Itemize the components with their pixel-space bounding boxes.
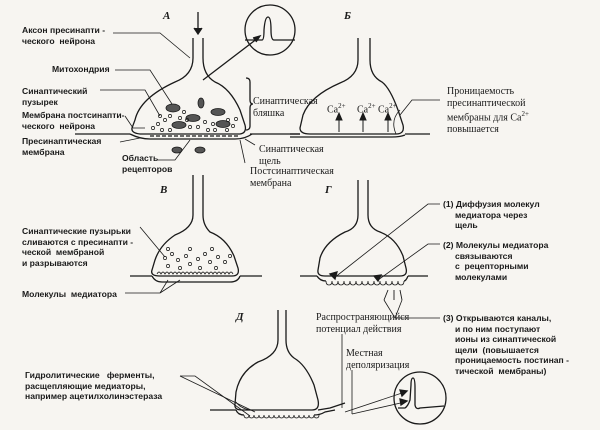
- label-mediator-molecules: Молекулы медиатора: [22, 289, 117, 299]
- label-synaptic-plaque: Синаптическая бляшка: [253, 96, 318, 119]
- panel-b-terminal: [290, 38, 440, 138]
- label-postsyn-membrane: Постсинаптическая мембрана: [250, 166, 334, 189]
- label-postsyn-neuron-membrane: Мембрана постсинапти- ческого нейрона: [22, 110, 125, 131]
- panel-a-terminal: [75, 4, 300, 140]
- panel-label-a: А: [163, 10, 171, 22]
- action-potential-inset-d: [393, 371, 447, 425]
- label-presyn-membrane: Пресинаптическая мембрана: [22, 136, 102, 157]
- label-step-1-diffusion: (1) Диффузия молекул медиатора через щел…: [443, 199, 540, 230]
- label-local-depolarization: Местная деполяризация: [346, 348, 410, 371]
- ca-arrows: [335, 111, 392, 132]
- label-synaptic-cleft: Синаптическая щель: [259, 144, 324, 167]
- label-step-2-binding: (2) Молекулы медиатора связываются с рец…: [443, 240, 549, 282]
- panel-g-terminal: [300, 180, 440, 319]
- label-step-3-channels: (3) Открываются каналы, и по ним поступа…: [443, 313, 569, 376]
- label-permeability: Проницаемость пресинаптической мембраны …: [447, 86, 529, 135]
- pointer-line: [202, 37, 259, 81]
- panel-label-g: Г: [325, 184, 332, 196]
- label-enzymes: Гидролитические ферменты, расщепляющие м…: [25, 370, 163, 401]
- label-ca-1: Ca2+: [327, 102, 346, 116]
- leader-lines-a: [100, 32, 256, 164]
- label-ca-3: Ca2+: [378, 102, 397, 116]
- label-ca-2: Ca2+: [357, 102, 376, 116]
- mitochondria-group: [165, 97, 231, 154]
- label-receptor-area: Область рецепторов: [122, 153, 173, 174]
- label-vesicles-fuse: Синаптические пузырьки сливаются с преси…: [22, 226, 134, 268]
- panel-v-terminal: [125, 175, 262, 294]
- panel-label-d: Д: [236, 311, 244, 323]
- vesicles-a: [151, 110, 238, 132]
- label-mitochondria: Митохондрия: [52, 64, 110, 74]
- label-vesicle: Синаптический пузырек: [22, 86, 88, 107]
- action-potential-inset-a: [244, 4, 296, 56]
- panel-label-v: В: [160, 184, 168, 196]
- panel-label-b: Б: [344, 10, 351, 22]
- panel-d-terminal: [179, 310, 447, 425]
- label-propagating-ap: Распространяющийся потенциал действия: [316, 312, 410, 335]
- label-axon: Аксон пресинапти - ческого нейрона: [22, 25, 106, 46]
